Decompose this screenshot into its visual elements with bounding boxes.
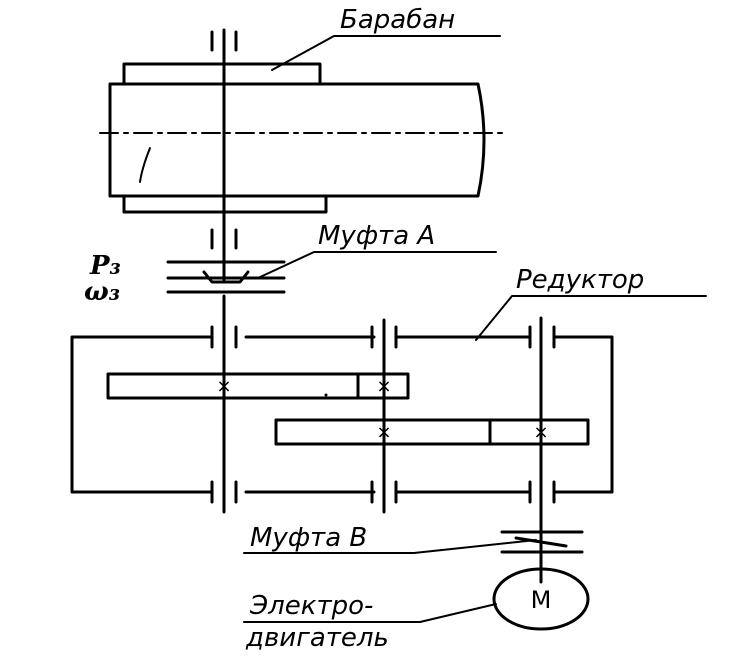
reducer-housing xyxy=(70,335,614,494)
gear-center-mark: × xyxy=(376,376,391,397)
gear-stage-1: × × xyxy=(106,372,410,400)
label-coupling-a: Муфта А xyxy=(318,221,435,251)
label-drum: Барабан xyxy=(340,5,455,35)
input-shaft xyxy=(528,316,556,584)
drum-shaft xyxy=(210,28,238,282)
coupling-b-slant xyxy=(514,536,568,548)
drum xyxy=(99,62,506,214)
leader-motor xyxy=(243,603,497,623)
drum-top-flange xyxy=(122,62,322,86)
drum-hatch xyxy=(139,147,151,183)
drum-body xyxy=(108,82,486,198)
label-power: P₃ xyxy=(89,251,121,281)
coupling-b xyxy=(500,530,584,554)
coupling-a-jaw xyxy=(202,270,250,284)
leader-coupling-a xyxy=(257,251,497,279)
intermediate-shaft xyxy=(370,318,398,514)
gear-large-output xyxy=(106,372,360,400)
motor-symbol: М xyxy=(531,586,552,614)
gear-center-mark: × xyxy=(216,376,231,397)
leader-drum xyxy=(271,35,501,71)
gear-stage-2: × × xyxy=(274,418,590,446)
label-angular-velocity: ω₃ xyxy=(84,277,120,307)
leader-lines xyxy=(243,35,707,623)
electric-motor: М xyxy=(492,567,590,631)
pinion-input xyxy=(488,418,590,446)
gear-dot xyxy=(324,393,328,397)
gear-center-mark: × xyxy=(376,422,391,443)
gear-center-mark: × xyxy=(533,422,548,443)
housing-left xyxy=(70,335,214,494)
housing-right xyxy=(554,335,614,494)
label-reducer: Редуктор xyxy=(516,265,644,295)
output-shaft xyxy=(210,294,238,514)
motor-circle xyxy=(492,567,590,631)
leader-coupling-b xyxy=(243,539,537,554)
label-motor-line1: Электро- xyxy=(249,591,373,621)
label-coupling-b: Муфта В xyxy=(250,523,367,553)
label-motor-line2: двигатель xyxy=(245,623,389,653)
leader-reducer xyxy=(475,295,707,341)
coupling-a xyxy=(166,260,286,294)
pinion-intermediate xyxy=(356,372,410,400)
